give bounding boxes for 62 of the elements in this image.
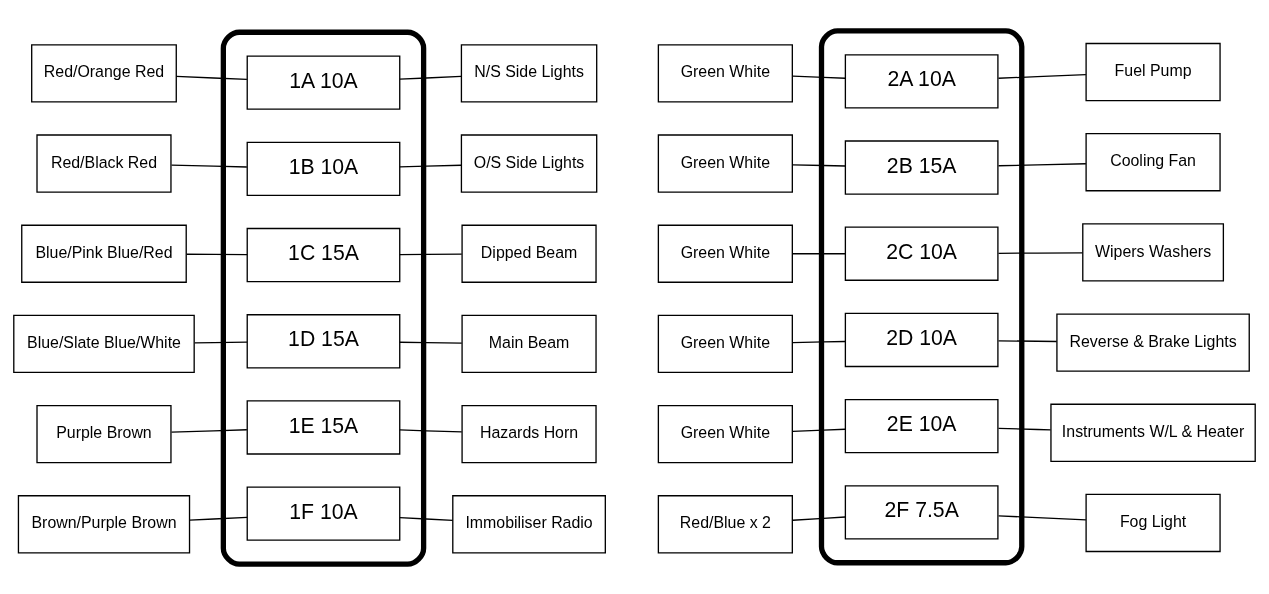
node-box: Main Beam <box>461 314 597 373</box>
connector <box>399 75 462 80</box>
node-box: Dipped Beam <box>461 224 597 283</box>
connector <box>792 340 846 343</box>
node-box: 1B 10A <box>246 141 401 196</box>
node-box: O/S Side Lights <box>460 133 598 193</box>
node-box: Green White <box>657 133 793 193</box>
connector <box>399 428 463 433</box>
node-box: 1A 10A <box>246 54 401 110</box>
node-box: Red/Black Red <box>36 133 172 193</box>
node-box: Blue/Pink Blue/Red <box>21 224 187 283</box>
node-box: Cooling Fan <box>1085 132 1221 191</box>
node-box: Reverse & Brake Lights <box>1056 312 1250 372</box>
connector <box>792 515 846 521</box>
connector <box>170 428 248 433</box>
connector <box>399 253 463 255</box>
connector <box>399 516 454 521</box>
node-box: Purple Brown <box>36 404 172 463</box>
node-box: Green White <box>657 43 793 103</box>
connector <box>997 162 1087 166</box>
connector <box>399 341 463 344</box>
node-box: 1E 15A <box>246 399 401 455</box>
node-box: 2B 15A <box>844 139 999 195</box>
node-box: Green White <box>657 224 793 283</box>
node-box: Hazards Horn <box>461 404 597 463</box>
node-box: Blue/Slate Blue/White <box>13 314 195 373</box>
node-box: 1F 10A <box>246 486 401 541</box>
connector <box>186 253 248 255</box>
connector <box>189 516 248 521</box>
connector <box>792 163 846 167</box>
cluster <box>220 29 427 567</box>
connector <box>997 514 1087 521</box>
node-box: 2D 10A <box>844 312 999 367</box>
node-box: 2E 10A <box>844 398 999 453</box>
node-box: Green White <box>657 404 793 463</box>
connector <box>194 341 248 343</box>
connector <box>170 164 248 168</box>
connector <box>399 164 462 168</box>
connector <box>997 427 1052 430</box>
node-box: 1D 15A <box>246 313 401 368</box>
node-box: 2A 10A <box>844 53 999 108</box>
connector <box>792 74 846 79</box>
node-box: Green White <box>657 314 793 373</box>
connector <box>792 252 846 254</box>
node-box: N/S Side Lights <box>460 43 598 103</box>
node-box: Brown/Purple Brown <box>17 494 191 553</box>
connector <box>997 251 1084 254</box>
connector <box>792 428 846 432</box>
node-box: Immobiliser Radio <box>452 494 606 553</box>
node-box: 1C 15A <box>246 227 401 282</box>
node-box: 2C 10A <box>844 226 999 281</box>
node-box: 2F 7.5A <box>844 484 999 540</box>
node-box: Instruments W/L & Heater <box>1050 403 1256 462</box>
node-box: Red/Orange Red <box>31 43 177 103</box>
connector <box>175 75 248 80</box>
node-box: Wipers Washers <box>1082 222 1225 282</box>
node-box: Fog Light <box>1085 493 1221 552</box>
node-box: Red/Blue x 2 <box>657 494 793 553</box>
node-box: Fuel Pump <box>1085 42 1221 101</box>
connector <box>997 73 1087 79</box>
connector <box>997 339 1058 342</box>
cluster <box>818 27 1025 565</box>
